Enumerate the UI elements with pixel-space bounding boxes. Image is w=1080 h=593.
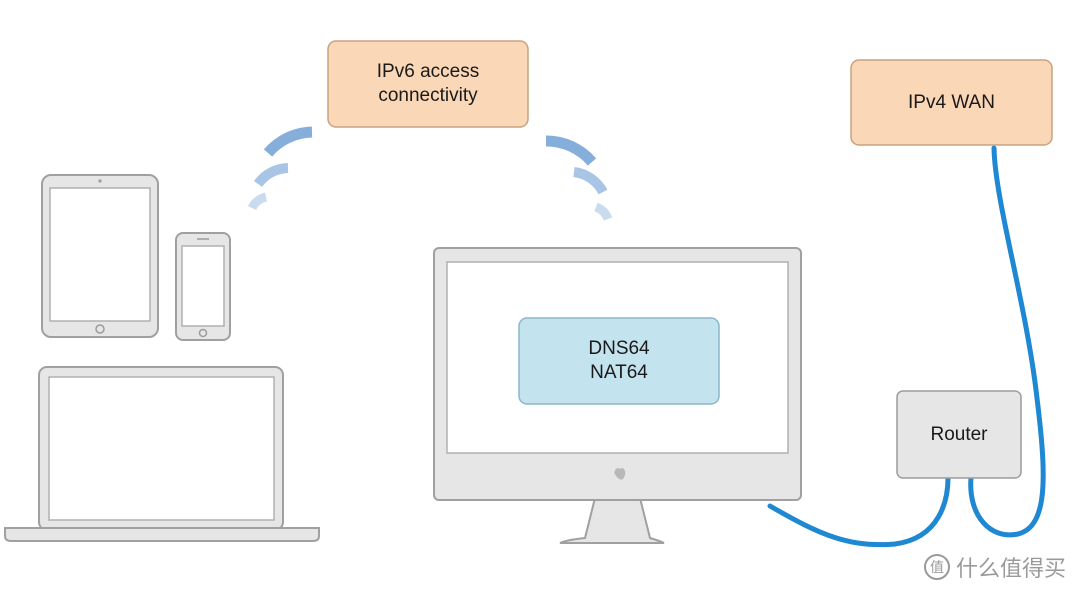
router-label-wrap: Router	[897, 391, 1021, 478]
watermark-logo-icon: 值	[923, 554, 950, 580]
nat64-label: NAT64	[590, 362, 648, 383]
ipv4-wan-label-wrap: IPv4 WAN	[851, 60, 1052, 145]
watermark-text: 什么值得买	[955, 557, 1066, 582]
router-box	[896, 390, 1022, 479]
ipv4-wan-box	[850, 59, 1053, 146]
ipv6-access-box	[327, 40, 529, 128]
tablet-icon	[41, 174, 159, 338]
ipv4-wan-label: IPv4 WAN	[908, 91, 995, 113]
ethernet-cables	[767, 145, 1046, 548]
ipv6-access-line2: connectivity	[378, 85, 478, 106]
watermark: 值 什么值得买	[923, 551, 1066, 583]
dns-nat-label: DNS64 NAT64	[519, 318, 719, 404]
dns-nat-box	[518, 317, 720, 405]
phone-icon	[175, 232, 231, 341]
laptop-icon	[4, 366, 320, 542]
wifi-signal-right-icon	[545, 135, 613, 221]
ipv6-access-label: IPv6 access connectivity	[328, 41, 528, 127]
ipv6-access-line1: IPv6 access	[376, 61, 480, 82]
router-label: Router	[930, 423, 988, 445]
wifi-signal-left-icon	[247, 126, 313, 211]
dns64-label: DNS64	[588, 338, 650, 359]
